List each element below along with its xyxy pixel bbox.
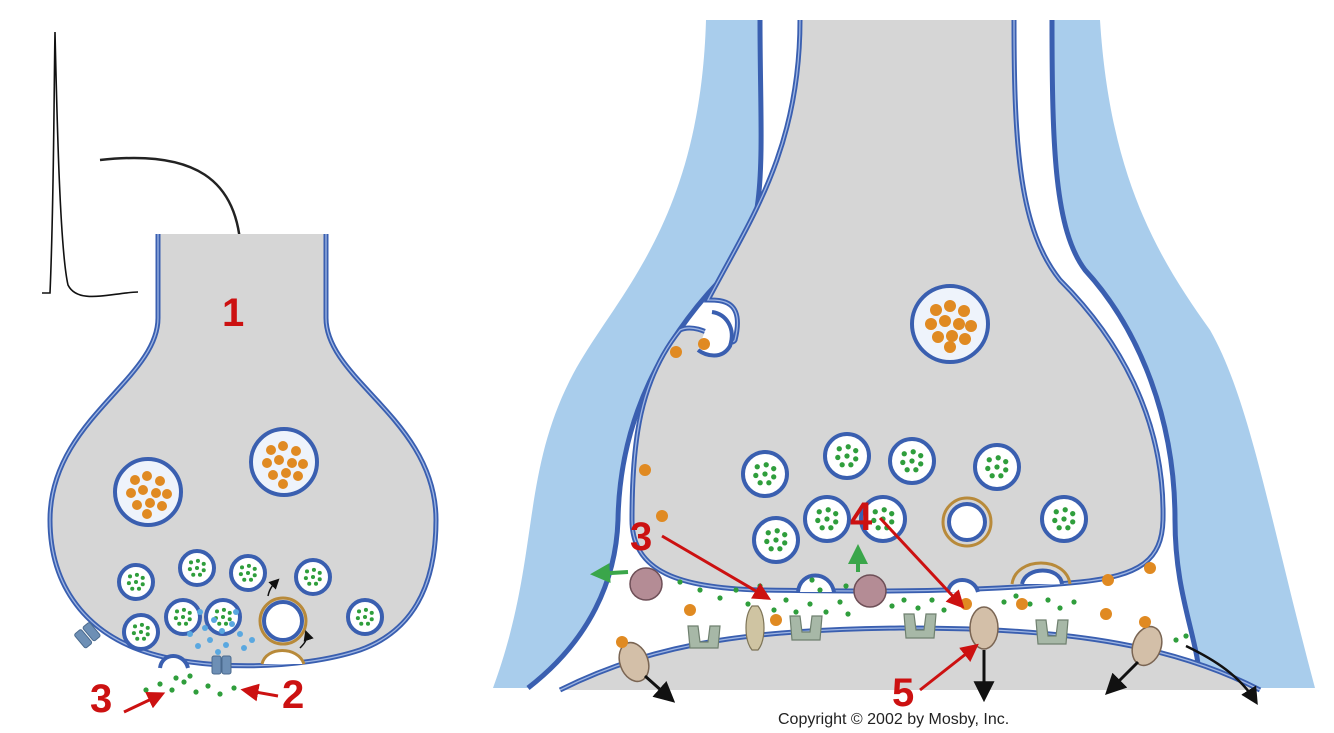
arrow-icon: [878, 516, 965, 609]
fusing-vesicle: [946, 578, 980, 593]
step-label-3: 3: [630, 515, 652, 559]
glial-cell-left: [493, 20, 762, 688]
dense-core-vesicle: [113, 457, 183, 527]
arrow-icon: [590, 563, 629, 584]
synaptic-vesicle: [122, 613, 160, 651]
synaptic-vesicle: [178, 549, 216, 587]
synaptic-vesicle: [741, 450, 789, 498]
synaptic-vesicle: [823, 432, 871, 480]
arrow-icon: [123, 692, 166, 714]
receptor-icon: [745, 605, 765, 651]
synaptic-vesicle: [346, 598, 384, 636]
membrane-channel: [74, 622, 101, 649]
released-peptides: [639, 338, 710, 522]
released-transmitter: [143, 673, 237, 697]
transporter-icon: [629, 567, 663, 601]
presynaptic-terminal: [50, 234, 436, 666]
arrow-icon: [1105, 660, 1140, 695]
glial-cell-right: [1052, 20, 1315, 688]
synaptic-vesicle: [294, 558, 332, 596]
step-label-1: 1: [222, 291, 244, 335]
step-label-2: 2: [282, 673, 304, 717]
synaptic-vesicle: [973, 443, 1021, 491]
metabotropic-receptor: [618, 606, 1163, 683]
postsynaptic-cell: [560, 628, 1260, 690]
synaptic-vesicle: [859, 495, 907, 543]
dense-core-vesicle: [249, 427, 319, 497]
coated-pit: [1010, 561, 1072, 585]
fusing-vesicle: [796, 573, 836, 593]
released-peptides: [616, 562, 1156, 648]
synaptic-vesicle: [1040, 495, 1088, 543]
transporter-icon: [853, 574, 887, 608]
copyright-notice: Copyright © 2002 by Mosby, Inc.: [778, 711, 1009, 728]
arrow-icon: [919, 643, 979, 692]
synaptic-vesicle: [752, 516, 800, 564]
diffusion-arrow-icon: [1185, 644, 1258, 705]
left-panel: 1 2 3: [42, 31, 439, 721]
synaptic-vesicles: [117, 549, 384, 651]
propagation-arrow-icon: [99, 156, 250, 266]
synaptic-vesicle: [117, 563, 155, 601]
presynaptic-terminal: [632, 20, 1164, 592]
synaptic-vesicle: [229, 554, 267, 592]
arrow-icon: [240, 683, 279, 702]
fusing-vesicle: [158, 654, 190, 669]
synaptic-vesicles: [741, 432, 1088, 564]
recycling-vesicle: [258, 578, 314, 665]
synaptic-vesicle: [803, 495, 851, 543]
action-potential-trace-icon: [42, 31, 139, 298]
right-panel: 3 4 5 Copyright © 2002 by Mosby, Inc.: [493, 19, 1315, 728]
arrow-icon: [644, 674, 676, 703]
step-label-3: 3: [90, 677, 112, 721]
step-label-5: 5: [892, 671, 914, 715]
synaptic-vesicle: [164, 598, 202, 636]
synaptic-vesicle: [888, 437, 936, 485]
arrow-icon: [661, 534, 772, 600]
step-label-4: 4: [850, 495, 873, 539]
calcium-ions: [187, 609, 255, 655]
calcium-channel: [211, 655, 232, 675]
recycling-vesicle: [941, 496, 993, 548]
dense-core-vesicle: [910, 284, 990, 364]
ligand-gated-channel: [687, 613, 1069, 649]
